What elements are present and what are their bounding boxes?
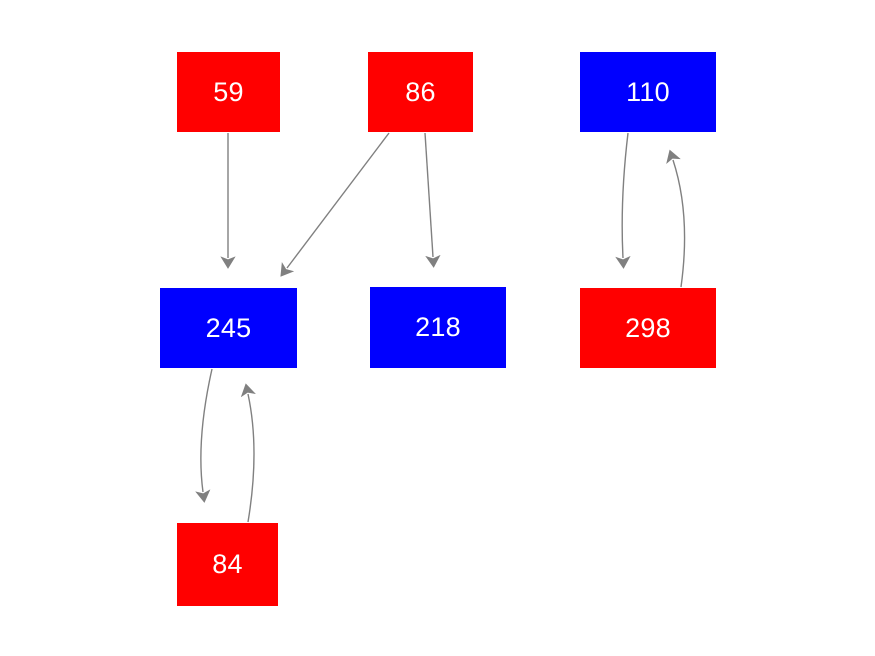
node-label: 110 <box>626 76 670 107</box>
edge-86-to-245 <box>280 132 390 277</box>
edge-110-to-298 <box>615 132 631 269</box>
node-label: 298 <box>625 312 671 343</box>
graph-node-245[interactable]: 245 <box>160 288 297 368</box>
edge-298-to-110 <box>666 149 686 288</box>
graph-node-218[interactable]: 218 <box>370 287 506 368</box>
node-label: 86 <box>405 76 436 107</box>
graph-node-110[interactable]: 110 <box>580 52 716 132</box>
edge-245-to-84 <box>195 368 213 503</box>
graph-node-84[interactable]: 84 <box>177 523 278 606</box>
node-label: 84 <box>212 549 243 579</box>
node-label: 218 <box>415 312 461 342</box>
edge-86-to-218 <box>424 132 441 268</box>
node-label: 59 <box>213 76 244 107</box>
graph-node-298[interactable]: 298 <box>580 288 716 368</box>
graph-node-86[interactable]: 86 <box>368 52 473 132</box>
graph-node-59[interactable]: 59 <box>177 52 280 132</box>
edge-84-to-245 <box>240 383 256 523</box>
node-label: 245 <box>205 312 252 343</box>
